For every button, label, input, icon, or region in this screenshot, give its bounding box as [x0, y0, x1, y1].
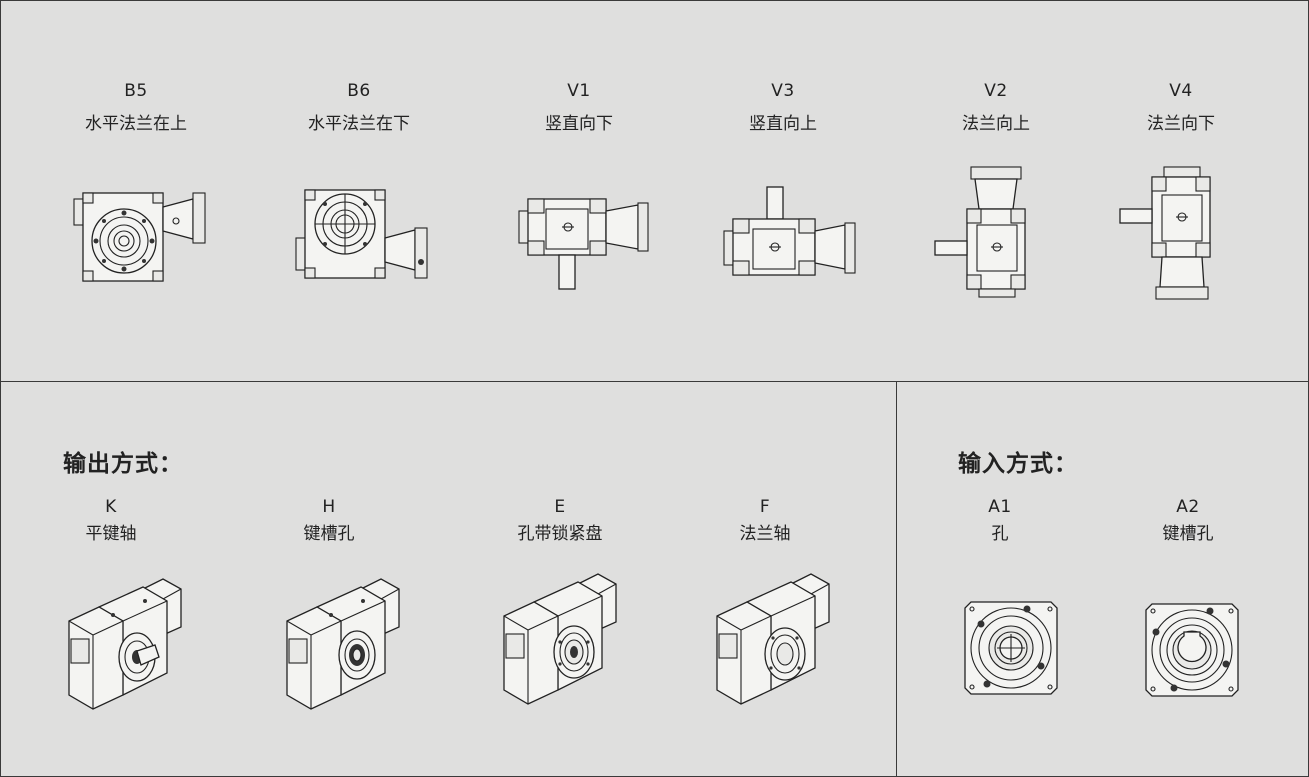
output-label: 平键轴 [85, 524, 137, 544]
input-option-a1[interactable]: A1 孔 [940, 497, 1060, 545]
mount-label: 竖直向上 [749, 114, 817, 134]
mount-option-b6[interactable]: B6 水平法兰在下 [284, 81, 434, 135]
mount-label: 法兰向上 [962, 114, 1030, 134]
output-title: 输出方式： [63, 451, 183, 477]
mount-code: V2 [984, 81, 1008, 101]
input-type-panel: 输入方式： A1 孔 A2 键槽孔 [896, 381, 1309, 777]
output-code: H [322, 497, 336, 517]
mount-option-v4[interactable]: V4 法兰向下 [1106, 81, 1256, 135]
output-label: 键槽孔 [303, 524, 355, 544]
output-code: E [554, 497, 566, 517]
input-option-a2[interactable]: A2 键槽孔 [1128, 497, 1248, 545]
input-code: A1 [988, 497, 1012, 517]
mount-option-v1[interactable]: V1 竖直向下 [504, 81, 654, 135]
output-label: 法兰轴 [739, 524, 791, 544]
mount-code: V3 [771, 81, 795, 101]
mount-code: B6 [347, 81, 371, 101]
output-label: 孔带锁紧盘 [517, 524, 603, 544]
mount-code: V4 [1169, 81, 1193, 101]
output-code: F [759, 497, 771, 517]
output-e-drawing [503, 573, 617, 705]
gearbox-b5-drawing [73, 192, 206, 282]
gearbox-b6-drawing [295, 189, 428, 279]
output-type-panel: 输出方式： K 平键轴 H 键槽孔 E 孔带锁紧盘 F 法兰轴 [0, 381, 897, 777]
mount-code: B5 [124, 81, 148, 101]
gearbox-v1-drawing [518, 198, 649, 290]
output-f-drawing [716, 573, 830, 705]
output-option-k[interactable]: K 平键轴 [51, 497, 171, 545]
input-label: 孔 [991, 524, 1009, 544]
output-option-f[interactable]: F 法兰轴 [705, 497, 825, 545]
mount-option-b5[interactable]: B5 水平法兰在上 [61, 81, 211, 135]
mount-label: 水平法兰在上 [85, 114, 187, 134]
output-k-drawing [68, 578, 182, 710]
input-label: 键槽孔 [1162, 524, 1214, 544]
gearbox-v3-drawing [723, 186, 856, 276]
output-option-e[interactable]: E 孔带锁紧盘 [500, 497, 620, 545]
output-code: K [105, 497, 117, 517]
gearbox-v2-drawing [934, 166, 1026, 298]
mount-label: 法兰向下 [1147, 114, 1215, 134]
input-title: 输入方式： [958, 451, 1078, 477]
output-h-drawing [286, 578, 400, 710]
mount-label: 水平法兰在下 [308, 114, 410, 134]
mount-option-v3[interactable]: V3 竖直向上 [708, 81, 858, 135]
output-option-h[interactable]: H 键槽孔 [269, 497, 389, 545]
input-a2-drawing [1145, 603, 1239, 697]
input-code: A2 [1176, 497, 1200, 517]
mounting-position-panel: B5 水平法兰在上 B6 水平法兰在下 V1 竖直向下 V3 竖直向上 V2 法… [0, 0, 1309, 382]
mount-label: 竖直向下 [545, 114, 613, 134]
mount-option-v2[interactable]: V2 法兰向上 [921, 81, 1071, 135]
input-a1-drawing [964, 601, 1058, 695]
gearbox-v4-drawing [1119, 166, 1211, 300]
mount-code: V1 [567, 81, 591, 101]
